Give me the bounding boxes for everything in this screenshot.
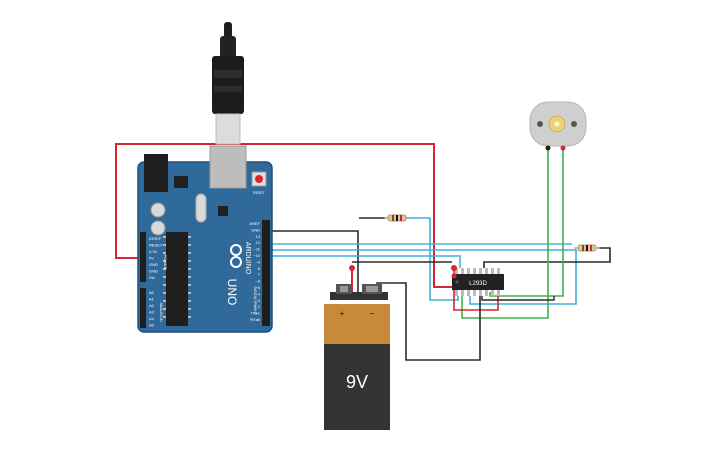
pin-label: 7 xyxy=(258,272,261,277)
atmega-chip-pins xyxy=(163,236,191,318)
pin-label: RESET xyxy=(149,243,163,248)
l293d-chip[interactable]: L293D xyxy=(452,268,504,296)
arduino-logo-text: ARDUINO xyxy=(244,242,251,275)
arduino-infinity-logo xyxy=(230,244,242,268)
l293d-pins xyxy=(455,268,500,296)
pin-label: GND xyxy=(251,227,260,232)
pin-label: A4 xyxy=(149,316,155,321)
battery-minus: − xyxy=(370,309,375,318)
pin-label: TX▸1 xyxy=(251,311,261,316)
header-digital xyxy=(262,220,270,326)
pin-label: ~10 xyxy=(253,253,261,258)
resistor-1[interactable] xyxy=(384,214,410,222)
pin-label: 2 xyxy=(258,304,261,309)
pin-label: ~11 xyxy=(254,247,261,252)
pin-label: ~3 xyxy=(255,298,260,303)
chip-label: L293D xyxy=(469,281,487,287)
battery-snap xyxy=(330,292,388,300)
voltage-regulator xyxy=(174,176,188,188)
pin-label: A1 xyxy=(149,297,155,302)
power-label: POWER xyxy=(163,254,168,269)
pin-label: IOREF xyxy=(149,236,162,241)
wire-black-chip-gnd[interactable] xyxy=(481,296,555,301)
pin-label: Vin xyxy=(149,275,155,280)
pin-label: A3 xyxy=(149,310,155,315)
wire-red-5v-loop[interactable] xyxy=(115,143,452,288)
arduino-uno-board[interactable]: ARDUINO UNO DIGITAL (PWM~) POWER ANALOG … xyxy=(137,145,273,333)
pin-label: RX◂0 xyxy=(250,317,261,322)
crystal xyxy=(195,193,207,223)
pin-label: A0 xyxy=(149,290,155,295)
pin-label: 12 xyxy=(256,240,261,245)
wire-cyan-resistor1[interactable] xyxy=(406,217,459,301)
digital-label: DIGITAL (PWM~) xyxy=(253,286,257,313)
reset-button-cap[interactable] xyxy=(255,175,263,183)
wire-junctions xyxy=(349,265,457,279)
arduino-model-text: UNO xyxy=(225,279,239,306)
header-analog xyxy=(140,288,146,328)
dc-jack xyxy=(144,154,168,192)
pin-label: 8 xyxy=(258,266,261,271)
pin-label: 13 xyxy=(256,234,261,239)
wire-black-resistor2[interactable] xyxy=(483,247,611,268)
pin-label: ~5 xyxy=(255,285,260,290)
pin-label: 3.3V xyxy=(149,249,158,254)
pin-label: 5V xyxy=(149,256,154,261)
reset-label: RESET xyxy=(253,191,266,195)
pin-label: A2 xyxy=(149,303,155,308)
battery-plus: + xyxy=(340,309,345,318)
battery-9v[interactable]: + − 9V xyxy=(324,284,390,430)
atmega-chip xyxy=(166,232,188,326)
pin-label: ~6 xyxy=(255,279,260,284)
pin-label: AREF xyxy=(249,221,260,226)
wire-cyan-pin10[interactable] xyxy=(270,255,461,268)
capacitor-1 xyxy=(150,202,166,218)
capacitor-2 xyxy=(150,220,166,236)
usb-jack xyxy=(209,145,247,189)
header-power xyxy=(140,232,146,282)
wire-cyan-pin11[interactable] xyxy=(270,249,577,305)
battery-label: 9V xyxy=(346,372,368,392)
wire-green-motor-2[interactable] xyxy=(489,150,564,297)
pin-label: ~9 xyxy=(255,259,260,264)
analog-label: ANALOG IN xyxy=(159,302,163,322)
resistor-2[interactable] xyxy=(574,244,600,252)
pin-label: A5 xyxy=(149,323,155,328)
wire-black-gnd-1[interactable] xyxy=(270,230,359,293)
dc-motor[interactable] xyxy=(529,101,587,151)
wire-black-battery[interactable] xyxy=(376,268,481,361)
pin-label: 4 xyxy=(258,291,261,296)
pin-label: GND xyxy=(149,262,158,267)
pin-label: GND xyxy=(149,269,158,274)
wire-green-motor-1[interactable] xyxy=(461,150,549,319)
